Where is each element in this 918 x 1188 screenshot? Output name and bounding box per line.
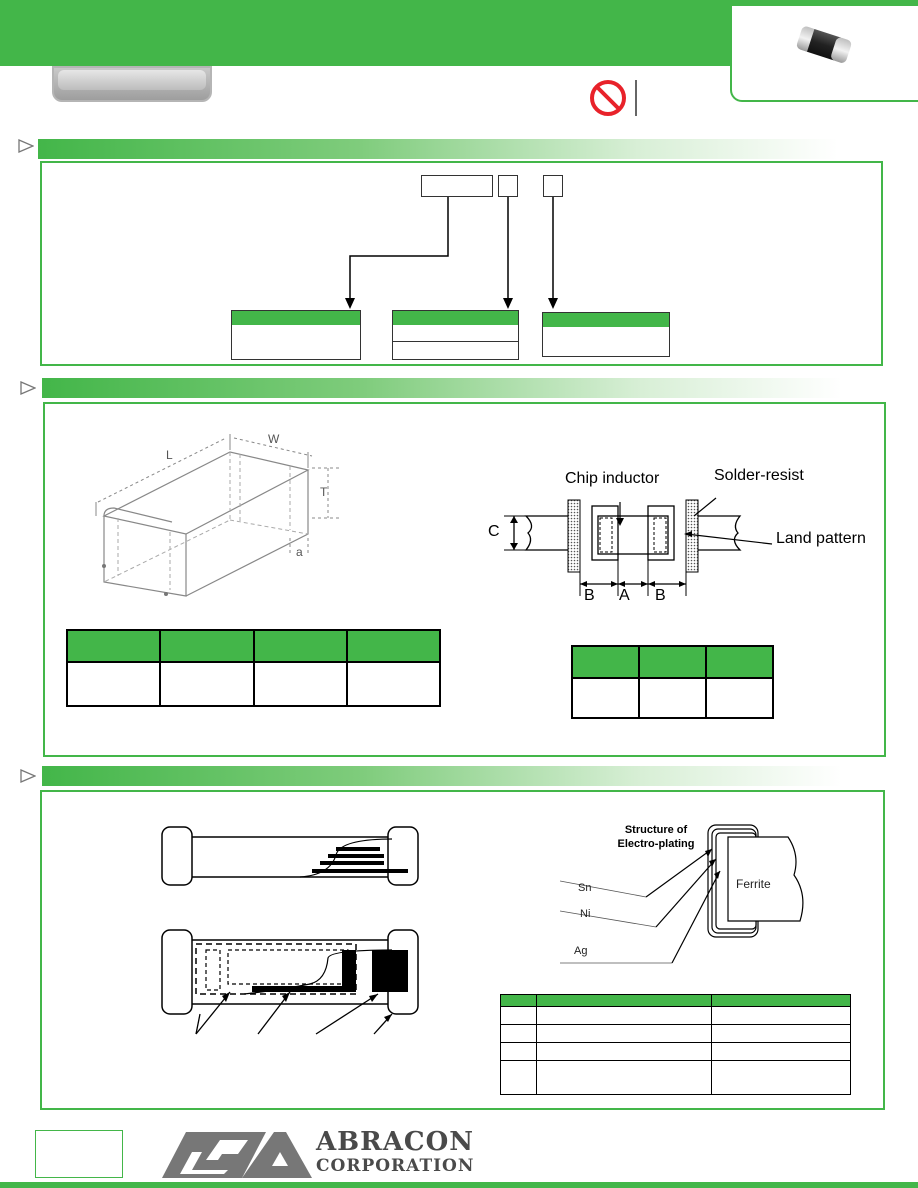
dim-table-header xyxy=(65,629,162,663)
mat-table-cell xyxy=(711,1024,851,1043)
triangle-arrow-icon xyxy=(18,138,35,159)
mat-table-cell xyxy=(536,1060,712,1095)
mat-table-header xyxy=(500,994,537,1007)
land-table-cell xyxy=(638,677,707,719)
label-ag: Ag xyxy=(574,945,588,957)
mat-table-cell xyxy=(536,1006,712,1025)
triangle-arrow-icon xyxy=(20,380,37,401)
mat-table-cell xyxy=(536,1042,712,1061)
mat-table-cell xyxy=(500,1024,537,1043)
materials-table xyxy=(500,994,851,1095)
dim-table-header xyxy=(345,629,442,663)
label-ferrite: Ferrite xyxy=(736,877,771,891)
dimension-table xyxy=(65,629,442,707)
label-sn: Sn xyxy=(578,882,592,894)
dim-label-width: W xyxy=(268,432,280,446)
plating-title: Structure of Electro-plating xyxy=(596,823,716,851)
mat-table-cell xyxy=(711,1042,851,1061)
series-label-card xyxy=(231,310,361,360)
triangle-arrow-icon xyxy=(20,768,37,789)
mat-table-cell xyxy=(536,1024,712,1043)
label-dim-b-left: B xyxy=(584,587,595,604)
header-banner xyxy=(0,0,734,66)
dim-table-header xyxy=(159,629,255,663)
header-tab-pill-inner xyxy=(58,70,206,90)
part-number-box-series xyxy=(421,175,493,197)
land-table-header xyxy=(638,645,707,679)
product-image-box xyxy=(730,6,918,102)
label-dim-c: C xyxy=(488,523,500,540)
abracon-logo-icon xyxy=(162,1132,312,1178)
section-bar-dimensions xyxy=(42,378,842,398)
label-land-pattern: Land pattern xyxy=(776,530,866,547)
mat-table-cell xyxy=(500,1060,537,1095)
land-table-header xyxy=(571,645,640,679)
part-number-box-suffix xyxy=(543,175,563,197)
dim-label-terminal: a xyxy=(296,545,303,559)
mat-table-cell xyxy=(711,1060,851,1095)
label-dim-b-right: B xyxy=(655,587,666,604)
label-ni: Ni xyxy=(580,908,591,920)
dim-label-length: L xyxy=(166,448,173,462)
section-part-number xyxy=(40,161,883,366)
land-table-cell xyxy=(705,677,774,719)
section-dimensions xyxy=(43,402,886,757)
label-solder-resist: Solder-resist xyxy=(714,467,804,484)
land-pattern-table xyxy=(571,645,774,719)
dim-table-cell xyxy=(159,661,255,707)
label-chip-inductor: Chip inductor xyxy=(565,470,660,487)
section-structure xyxy=(40,790,885,1110)
structure-drawing-bottom xyxy=(161,929,419,1035)
mat-table-header xyxy=(536,994,712,1007)
dim-label-thickness: T xyxy=(320,485,328,499)
land-table-cell xyxy=(571,677,640,719)
suffix-label-card xyxy=(542,312,670,357)
dim-table-cell xyxy=(345,661,442,707)
part-number-connectors xyxy=(345,197,558,309)
footer-bar xyxy=(0,1182,918,1188)
structure-drawing-top xyxy=(161,826,419,886)
dim-table-header xyxy=(252,629,348,663)
dim-table-cell xyxy=(65,661,162,707)
section-bar-structure xyxy=(42,766,842,786)
land-table-header xyxy=(705,645,774,679)
label-dim-a: A xyxy=(619,587,630,604)
code-label-card xyxy=(392,310,519,360)
page-number-box xyxy=(35,1130,123,1178)
mat-table-header xyxy=(711,994,851,1007)
electro-plating-drawing xyxy=(560,824,804,964)
dim-table-cell xyxy=(252,661,348,707)
mat-table-cell xyxy=(500,1006,537,1025)
prohibited-icon xyxy=(590,80,637,116)
plating-title-line1: Structure of xyxy=(624,824,688,836)
chip-bead-icon xyxy=(796,26,852,63)
section-bar-part-number xyxy=(38,139,838,159)
mat-table-cell xyxy=(711,1006,851,1025)
mat-table-cell xyxy=(500,1042,537,1061)
plating-title-line2: Electro-plating xyxy=(617,838,695,850)
part-number-box-code xyxy=(498,175,518,197)
land-pattern-drawing xyxy=(504,497,773,596)
chip-dimension-drawing xyxy=(95,434,340,597)
logo-text-abracon: ABRACON xyxy=(316,1127,475,1157)
logo-text-corporation: CORPORATION xyxy=(316,1156,475,1176)
